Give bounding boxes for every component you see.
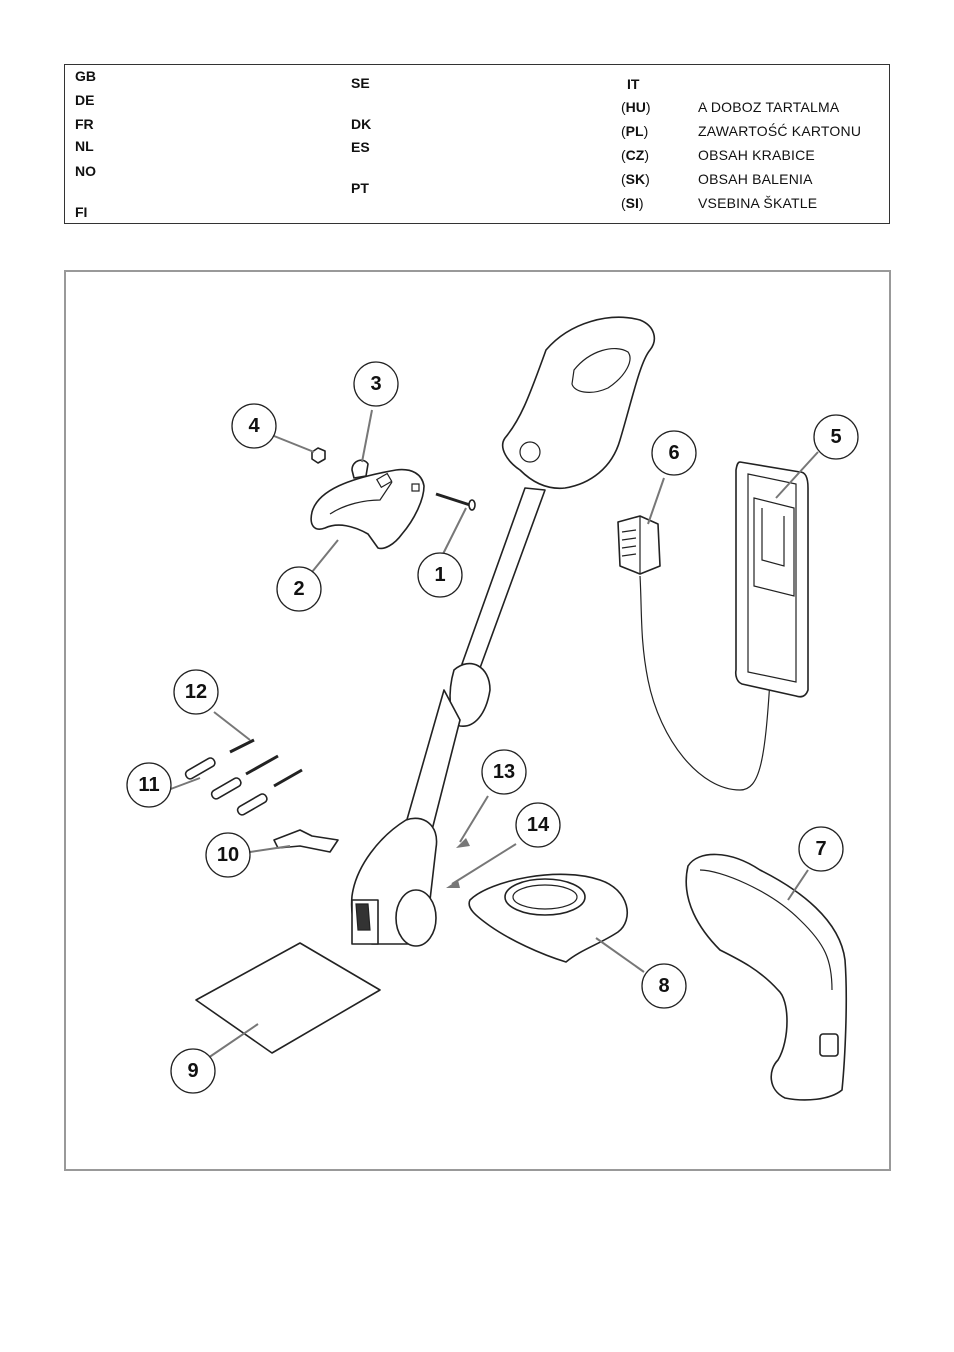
nut	[311, 447, 326, 464]
lang-code-de: DE	[75, 92, 95, 108]
lang-code-cz: (CZ)	[621, 147, 650, 163]
callout-9: 9	[170, 1048, 216, 1094]
hook	[273, 829, 339, 853]
callout-10: 10	[205, 832, 251, 878]
lang-code-it: IT	[627, 76, 640, 92]
lang-text-cz: OBSAH KRABICE	[698, 147, 815, 163]
lang-text-hu: A DOBOZ TARTALMA	[698, 99, 840, 115]
svg-text:10: 10	[217, 844, 239, 866]
svg-text:5: 5	[830, 426, 841, 448]
contents-figure-box	[64, 270, 891, 1171]
wall-bracket	[734, 461, 809, 698]
svg-text:11: 11	[138, 774, 159, 796]
lang-code-se: SE	[351, 75, 370, 91]
auxiliary-handle	[310, 468, 425, 550]
callout-12: 12	[173, 669, 219, 715]
lang-code-fr: FR	[75, 116, 94, 132]
svg-text:13: 13	[493, 761, 515, 783]
lang-text-si: VSEBINA ŠKATLE	[698, 195, 818, 211]
leader-lines	[167, 409, 819, 1059]
handle-bolt	[435, 492, 476, 511]
lang-code-pl: (PL)	[621, 123, 649, 139]
lang-code-si: (SI)	[621, 195, 644, 211]
lang-code-pt: PT	[351, 180, 369, 196]
svg-text:1: 1	[434, 564, 445, 586]
lang-code-hu: (HU)	[621, 99, 651, 115]
callout-5: 5	[813, 414, 859, 460]
callout-6: 6	[651, 430, 697, 476]
handle-clamp	[351, 459, 369, 479]
lang-code-no: NO	[75, 163, 96, 179]
callout-14: 14	[515, 802, 561, 848]
callout-3: 3	[353, 361, 399, 407]
callout-11: 11	[126, 762, 172, 808]
callout-13: 13	[481, 749, 527, 795]
svg-text:9: 9	[187, 1060, 198, 1082]
lang-code-nl: NL	[75, 138, 94, 154]
callout-2: 2	[276, 566, 322, 612]
svg-text:6: 6	[668, 442, 679, 464]
svg-text:7: 7	[815, 838, 826, 860]
svg-text:12: 12	[185, 681, 207, 703]
lang-code-dk: DK	[351, 116, 372, 132]
trimmer-body	[350, 316, 656, 947]
lang-code-sk: (SK)	[621, 171, 650, 187]
lang-code-gb: GB	[75, 68, 96, 84]
lang-text-pl: ZAWARTOŚĆ KARTONU	[698, 123, 862, 139]
callout-1: 1	[417, 552, 463, 598]
callout-7: 7	[798, 826, 844, 872]
lang-code-es: ES	[351, 139, 370, 155]
lang-code-fi: FI	[75, 204, 88, 220]
svg-text:2: 2	[293, 578, 304, 600]
svg-text:4: 4	[248, 415, 260, 437]
guard	[468, 873, 629, 963]
manual-sheet	[195, 942, 381, 1054]
screws-and-plugs	[184, 738, 303, 816]
svg-text:8: 8	[658, 975, 669, 997]
language-header-box: GB DE FR NL NO FI SE DK ES PT IT (HU) A …	[64, 64, 890, 224]
shoulder-strap	[685, 853, 848, 1101]
svg-text:3: 3	[370, 373, 381, 395]
svg-text:14: 14	[527, 814, 550, 836]
callout-4: 4	[231, 403, 277, 449]
lang-text-sk: OBSAH BALENIA	[698, 171, 813, 187]
callout-8: 8	[641, 963, 687, 1009]
charger	[617, 515, 771, 791]
